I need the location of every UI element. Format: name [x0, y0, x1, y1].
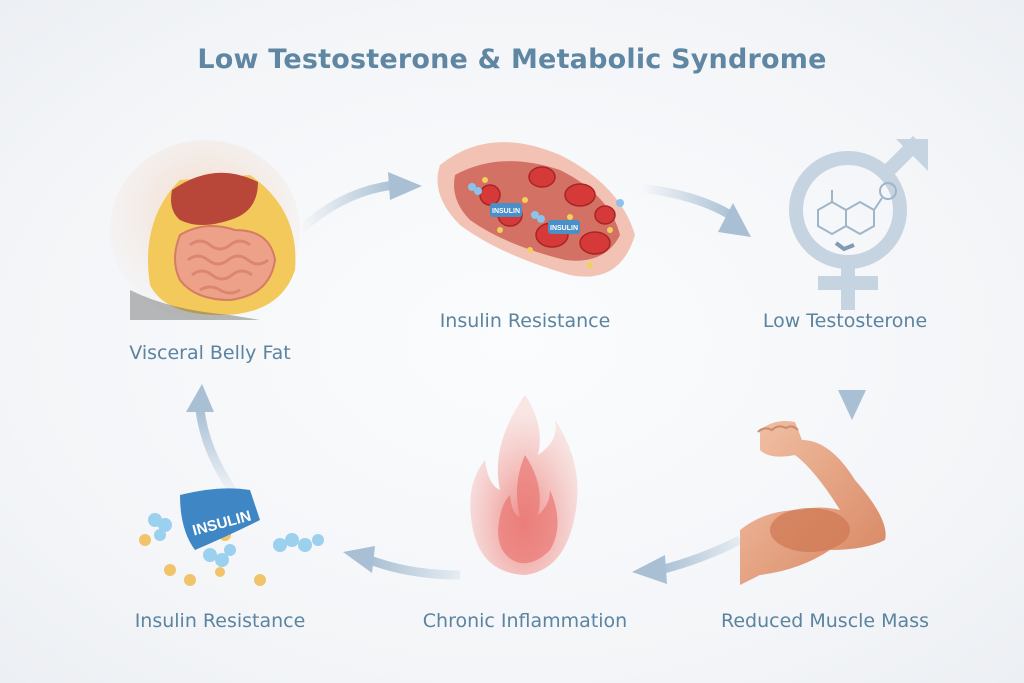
node-insulin-resistance-top: INSULIN INSULIN: [430, 125, 640, 295]
node-chronic-inflammation: [450, 385, 600, 585]
flame-icon: [470, 395, 578, 575]
node-label-visceral-belly-fat: Visceral Belly Fat: [129, 342, 291, 364]
molecule-icon: [817, 182, 897, 236]
arrow-inflammation-to-insulin: [343, 546, 461, 580]
abdomen-organs-icon: [110, 140, 300, 320]
node-label-insulin-resistance-bottom: Insulin Resistance: [134, 610, 306, 632]
flexed-arm-icon: [740, 421, 886, 585]
page-title: Low Testosterone & Metabolic Syndrome: [197, 44, 827, 75]
node-insulin-resistance-bottom: INSULIN: [130, 480, 330, 590]
svg-text:INSULIN: INSULIN: [492, 208, 520, 215]
svg-text:INSULIN: INSULIN: [550, 225, 578, 232]
blood-vessel-icon: INSULIN INSULIN: [437, 142, 635, 277]
node-label-chronic-inflammation: Chronic Inflammation: [422, 610, 628, 632]
insulin-capsule-icon: INSULIN: [139, 488, 324, 586]
node-label-insulin-resistance-top: Insulin Resistance: [439, 310, 611, 332]
insulin-tag-icon: INSULIN INSULIN: [490, 203, 580, 234]
node-visceral-belly-fat: [110, 120, 310, 320]
node-low-testosterone: [770, 135, 940, 310]
node-reduced-muscle-mass: [740, 410, 920, 590]
node-label-reduced-muscle-mass: Reduced Muscle Mass: [721, 610, 929, 632]
arrow-muscle-to-inflammation: [632, 535, 743, 584]
arrow-testosterone-to-muscle: [838, 340, 866, 420]
arrow-insulin-to-testosterone: [639, 183, 751, 237]
male-symbol-molecule-icon: [789, 136, 928, 310]
arrow-insulin-to-fat: [186, 384, 236, 493]
arrow-fat-to-insulin: [297, 172, 422, 234]
node-label-low-testosterone: Low Testosterone: [762, 310, 928, 332]
